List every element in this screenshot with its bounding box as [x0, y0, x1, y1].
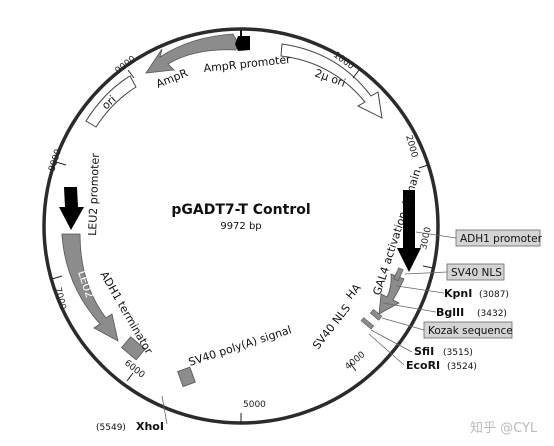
kozak-box	[423, 321, 513, 339]
ori-feature	[85, 75, 137, 128]
adh1-promoter-arrow	[397, 190, 421, 272]
tick-label-3000: 3000	[419, 226, 434, 251]
label-ampr-promoter: AmpR promoter	[203, 53, 292, 75]
tick-label-6000: 6000	[122, 358, 146, 380]
leu2-feature-arrow	[61, 233, 119, 342]
leader-adh1-promoter	[415, 231, 457, 239]
tick-label-5000: 5000	[243, 400, 266, 410]
sv40-polya-block	[177, 366, 196, 388]
label-leu2-promoter: LEU2 promoter	[86, 153, 102, 237]
sv40-nls-box	[446, 263, 505, 281]
two-micron-ori-arrow	[280, 43, 383, 119]
tick-label-8000: 8000	[47, 148, 64, 173]
label-ha: HA	[343, 281, 363, 302]
site-leaders	[161, 285, 445, 425]
site-xhoi: XhoI	[136, 420, 164, 433]
tick-marks	[51, 69, 434, 423]
site-kpni-position: (3087)	[479, 290, 509, 300]
tick-label-7000: 7000	[52, 286, 67, 311]
plasmid-name: pGADT7-T Control	[171, 202, 310, 218]
adh1-promoter-box	[455, 229, 541, 247]
tick-label-9000: 9000	[114, 54, 138, 76]
site-ecori-position: (3524)	[447, 362, 477, 372]
sv40-nls-block	[393, 267, 404, 282]
sv40-nls-inner-block	[360, 317, 375, 330]
watermark: 知乎 @CYL	[470, 420, 538, 436]
adh1-promoter-box-label: ADH1 promoter	[460, 233, 543, 245]
leader-kozak	[381, 317, 425, 331]
leader-sv40-nls	[404, 271, 448, 275]
gal4-ad-arrow	[378, 273, 405, 315]
label-sv40-nls-inner: SV40 NLS	[310, 302, 353, 352]
site-ecori: EcoRI	[406, 359, 440, 372]
site-bglii: BglII	[436, 306, 464, 319]
plasmid-size: 9972 bp	[220, 221, 261, 232]
sv40-nls-box-label: SV40 NLS	[451, 267, 502, 279]
ampr-promoter-arrow	[235, 36, 250, 51]
site-xhoi-position: (5549)	[96, 423, 126, 433]
label-sv40-polya: SV40 poly(A) signal	[187, 323, 293, 369]
ha-tag-block	[369, 308, 383, 321]
site-kpni: KpnI	[444, 287, 472, 300]
site-sfii-position: (3515)	[443, 348, 473, 358]
leu2-promoter-arrow	[59, 187, 84, 230]
kozak-box-label: Kozak sequence	[428, 325, 513, 337]
tick-label-4000: 4000	[344, 350, 368, 373]
site-bglii-position: (3432)	[477, 309, 507, 319]
ampr-feature-arrow	[145, 33, 239, 74]
adh1-terminator-block	[121, 336, 146, 361]
site-sfii: SfiI	[414, 345, 434, 358]
